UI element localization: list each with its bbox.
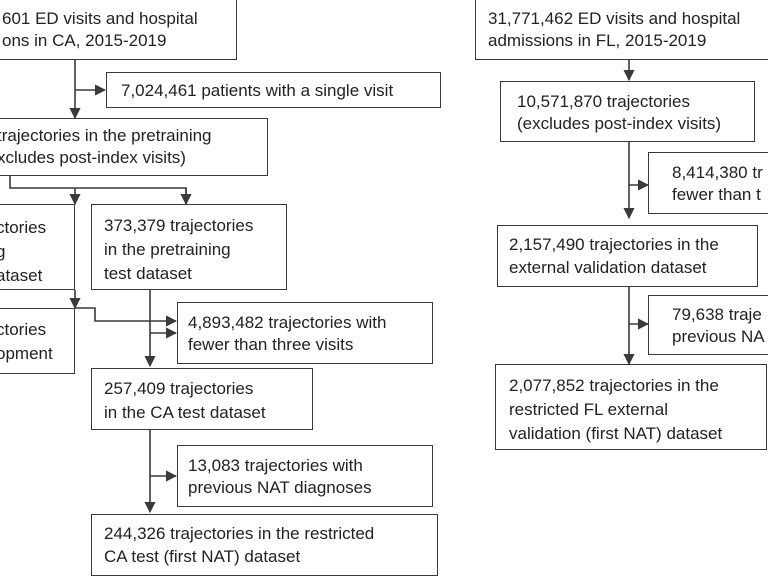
external-validation-line-2: external validation dataset [509, 258, 707, 277]
left-partial-box-a: ctories g ataset [0, 204, 75, 290]
pretraining-test-box: 373,379 trajectories in the pretraining … [91, 204, 287, 290]
ca-test-line-2: in the CA test dataset [104, 403, 266, 422]
fl-excluded-a-line-2: fewer than t [672, 185, 761, 204]
restricted-fl-line-2: restricted FL external [509, 400, 669, 419]
prev-nat-line-2: previous NAT diagnoses [188, 478, 372, 497]
fl-excluded-a-line-1: 8,414,380 tr [672, 163, 763, 182]
fl-source-box: 31,771,462 ED visits and hospital admiss… [475, 0, 768, 60]
single-visit-box: 7,024,461 patients with a single visit [106, 72, 441, 108]
pretraining-test-line-2: in the pretraining [104, 240, 231, 259]
left-partial-b-line-2: opment [0, 344, 53, 363]
single-visit-line-1: 7,024,461 patients with a single visit [121, 81, 394, 100]
left-partial-box-b: ctories opment [0, 308, 75, 374]
restricted-fl-box: 2,077,852 trajectories in the restricted… [495, 364, 767, 450]
fewer-three-line-2: fewer than three visits [188, 335, 354, 354]
fewer-three-box: 4,893,482 trajectories with fewer than t… [177, 302, 433, 364]
pretraining-line-1: trajectories in the pretraining [0, 126, 212, 145]
pretraining-test-line-3: test dataset [104, 264, 192, 283]
restricted-ca-line-2: CA test (first NAT) dataset [104, 547, 301, 566]
ca-source-line-2: ons in CA, 2015-2019 [2, 31, 167, 50]
restricted-ca-box: 244,326 trajectories in the restricted C… [91, 514, 438, 576]
fl-excluded-box-b: 79,638 traje previous NA [648, 295, 768, 355]
pretraining-box: trajectories in the pretraining xcludes … [0, 118, 268, 176]
left-partial-a-line-2: g [0, 242, 6, 261]
fl-excluded-b-line-1: 79,638 traje [672, 305, 762, 324]
split-line-pretraining [9, 176, 187, 204]
fl-source-line-1: 31,771,462 ED visits and hospital [488, 9, 741, 28]
external-validation-line-1: 2,157,490 trajectories in the [509, 235, 719, 254]
arrow-left-to-fewer-three [75, 307, 178, 327]
ca-source-line-1: 601 ED visits and hospital [2, 9, 198, 28]
prev-nat-line-1: 13,083 trajectories with [188, 456, 363, 475]
pretraining-line-2: xcludes post-index visits) [0, 148, 186, 167]
left-partial-b-line-1: ctories [0, 320, 47, 339]
restricted-ca-line-1: 244,326 trajectories in the restricted [104, 524, 375, 543]
ca-test-box: 257,409 trajectories in the CA test data… [91, 368, 313, 430]
restricted-fl-line-1: 2,077,852 trajectories in the [509, 376, 719, 395]
pretraining-test-line-1: 373,379 trajectories [104, 216, 254, 235]
external-validation-box: 2,157,490 trajectories in the external v… [497, 225, 758, 287]
ca-test-line-1: 257,409 trajectories [104, 379, 254, 398]
fl-excluded-box-a: 8,414,380 tr fewer than t [648, 152, 768, 214]
fl-excluded-b-line-2: previous NA [672, 327, 765, 346]
fl-trajectories-line-1: 10,571,870 trajectories [517, 92, 690, 111]
left-partial-a-line-1: ctories [0, 218, 47, 237]
fl-source-line-2: admissions in FL, 2015-2019 [488, 31, 707, 50]
fl-trajectories-box: 10,571,870 trajectories (excludes post-i… [500, 81, 755, 142]
left-partial-a-line-3: ataset [0, 266, 43, 285]
prev-nat-box: 13,083 trajectories with previous NAT di… [177, 445, 433, 507]
fewer-three-line-1: 4,893,482 trajectories with [188, 313, 387, 332]
restricted-fl-line-3: validation (first NAT) dataset [509, 424, 723, 443]
ca-source-box: 601 ED visits and hospital ons in CA, 20… [0, 0, 237, 60]
fl-trajectories-line-2: (excludes post-index visits) [517, 114, 722, 133]
